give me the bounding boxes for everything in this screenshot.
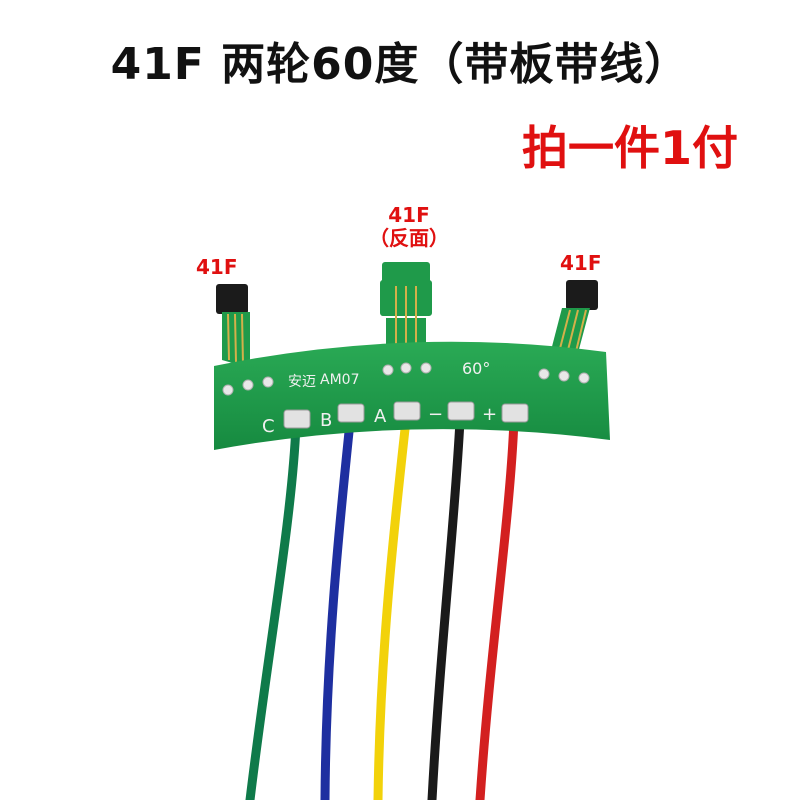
wire-bundle — [245, 415, 519, 800]
sensor-label-middle: 41F （反面） — [364, 204, 454, 250]
pad-label-minus: − — [428, 404, 443, 425]
sensor-label-left: 41F — [196, 255, 238, 279]
board-model: AM07 — [320, 372, 359, 388]
solder-pads — [283, 401, 529, 429]
pad-label-plus: + — [482, 404, 497, 425]
pad-label-a: A — [374, 406, 387, 427]
board-brand: 安迈 — [288, 374, 316, 390]
wire-blue — [320, 417, 355, 800]
pad-label-b: B — [320, 410, 332, 431]
wire-red — [475, 415, 519, 800]
sensor-label-middle-line2: （反面） — [369, 226, 449, 250]
board-angle: 60° — [462, 359, 490, 378]
sensor-left — [216, 284, 250, 368]
wire-green — [245, 420, 301, 800]
sensor-label-middle-line1: 41F — [388, 203, 430, 227]
wire-yellow — [373, 415, 411, 800]
via-holes — [222, 362, 590, 396]
pcb-board — [214, 341, 610, 450]
wire-black — [427, 415, 465, 800]
pad-label-c: C — [262, 416, 275, 437]
quantity-note: 拍一件1付 — [521, 121, 738, 175]
product-title: 41F 两轮60度（带板带线） — [110, 39, 690, 90]
sensor-label-right: 41F — [560, 251, 602, 275]
